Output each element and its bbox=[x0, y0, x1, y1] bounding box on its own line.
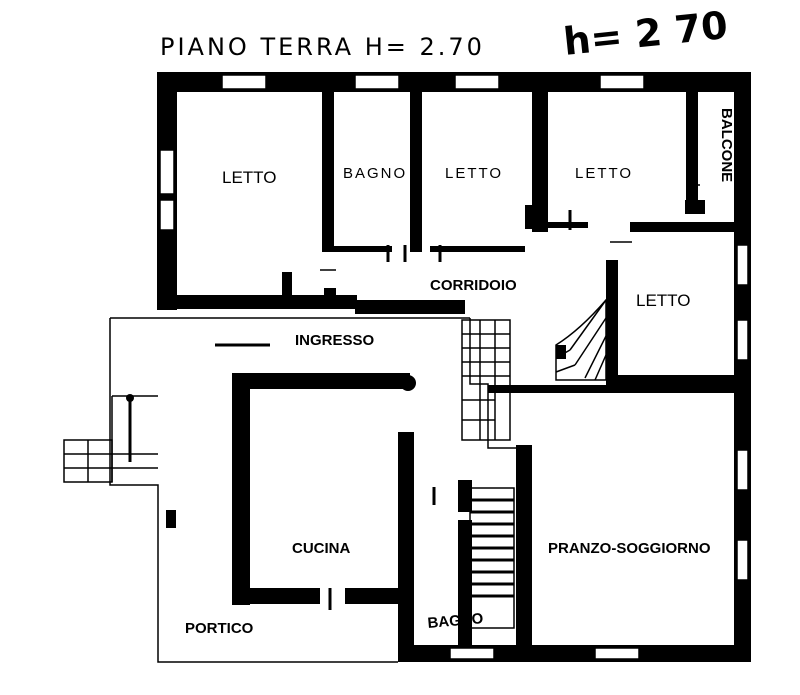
label-letto-1: LETTO bbox=[222, 168, 276, 187]
left-windows bbox=[159, 149, 175, 231]
label-portico: PORTICO bbox=[185, 620, 254, 637]
label-letto-3: LETTO bbox=[575, 165, 633, 182]
right-windows bbox=[736, 244, 749, 581]
handwritten-height-note: h= 2 70 bbox=[561, 3, 729, 64]
label-letto-2: LETTO bbox=[445, 165, 503, 182]
label-ingresso: INGRESSO bbox=[295, 332, 375, 349]
label-pranzo-soggiorno: PRANZO-SOGGIORNO bbox=[548, 540, 711, 557]
label-cucina: CUCINA bbox=[292, 540, 350, 557]
portico-outline bbox=[63, 317, 516, 663]
label-corridoio: CORRIDOIO bbox=[430, 277, 517, 294]
interior-walls bbox=[166, 92, 734, 647]
label-balcone: BALCONE bbox=[718, 108, 735, 182]
label-letto-4: LETTO bbox=[636, 291, 690, 310]
stairs-entry bbox=[461, 319, 511, 441]
plan-title: PIANO TERRA H= 2.70 bbox=[160, 33, 485, 61]
stairs-spiral bbox=[555, 297, 607, 381]
label-bagno-2: BAGNO bbox=[427, 610, 484, 632]
stairs-central bbox=[469, 487, 515, 629]
bottom-windows bbox=[449, 647, 640, 660]
door-marks bbox=[215, 184, 700, 610]
label-bagno-1: BAGNO bbox=[343, 165, 407, 182]
room-labels: LETTO BAGNO LETTO LETTO BALCONE CORRIDOI… bbox=[185, 108, 735, 637]
top-windows bbox=[221, 74, 645, 90]
